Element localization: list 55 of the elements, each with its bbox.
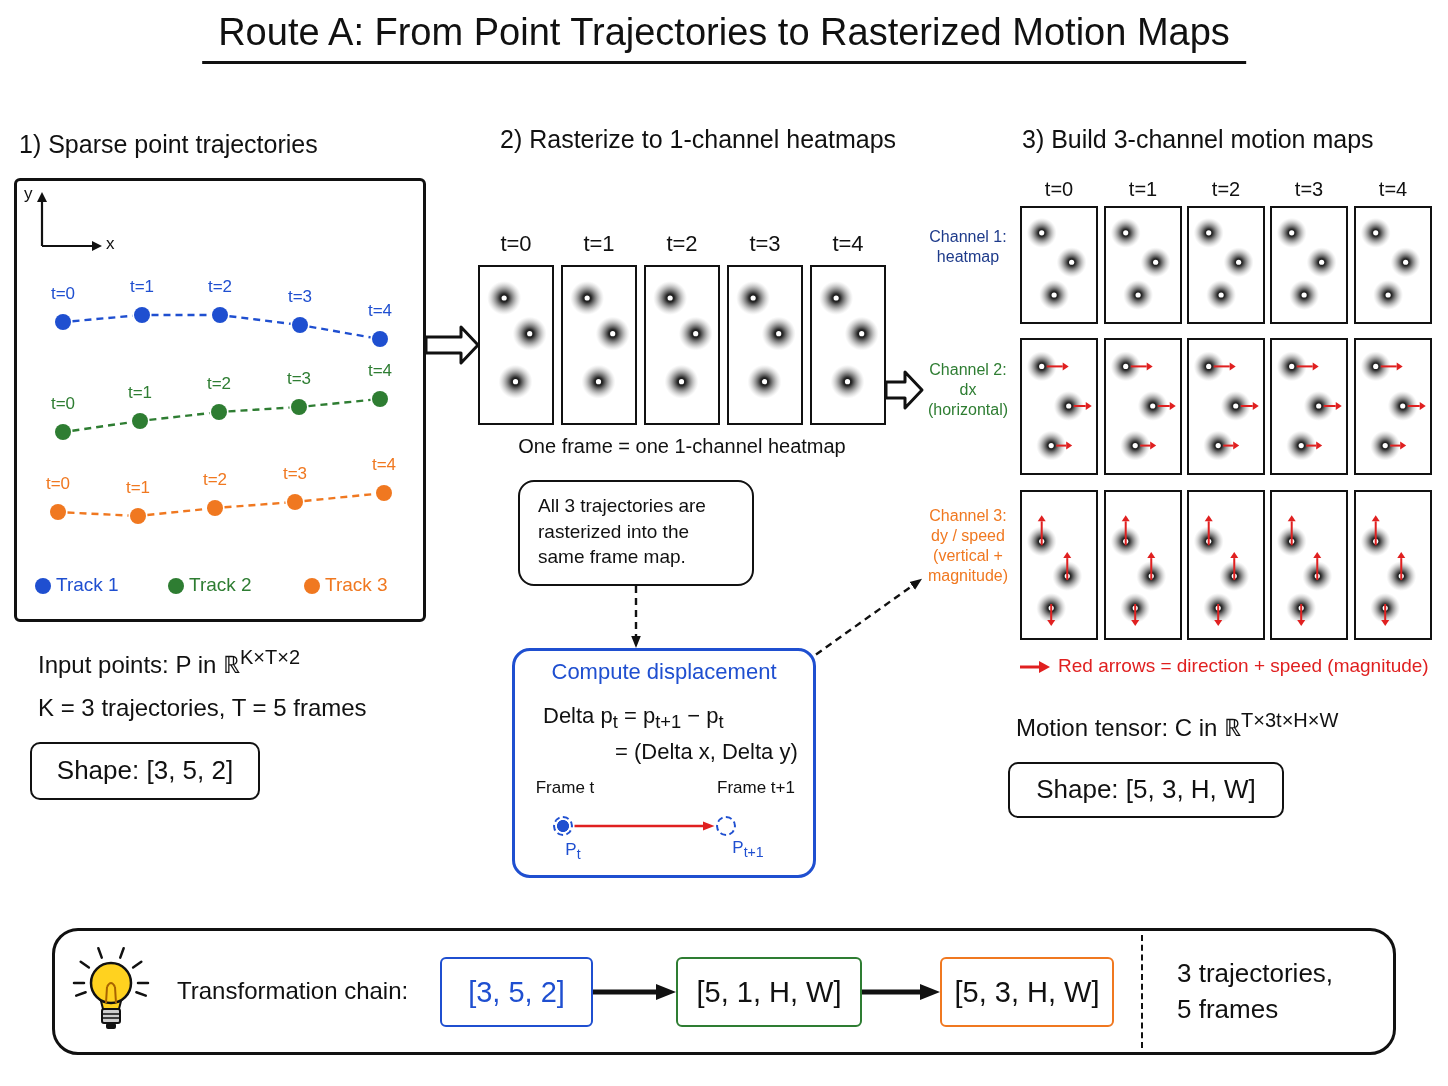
time-label: t=0 [50,394,76,415]
time-label: t=4 [367,301,393,322]
tensor-shape-text: [5, 1, H, W] [696,974,842,1010]
time-label: t=0 [45,474,71,495]
formula-text: = (Delta x, Delta y) [615,739,798,766]
section-heading: 2) Rasterize to 1-channel heatmaps [500,124,897,154]
formula-text: Motion tensor: C in ℝ$^{T×3t×H×W}$ [1016,708,1339,743]
time-label: t=3 [286,369,312,390]
legend-label: Red arrows = direction + speed (magnitude) [1058,655,1429,678]
tensor-shape-text: [3, 5, 2] [468,974,565,1010]
time-label: t=4 [832,231,864,258]
frame-label: Frame t+1 [717,778,795,799]
time-label: t=0 [500,231,532,258]
time-label: t=2 [206,374,232,395]
time-label: t=3 [282,464,308,485]
time-label: t=4 [1378,177,1408,201]
time-label: t=1 [129,277,155,298]
formula-text: Delta p$_{t}$ = p$_{t+1}$ − p$_{t}$ [543,703,724,734]
caption-text: One frame = one 1-channel heatmap [518,434,846,458]
time-label: t=2 [666,231,698,258]
time-label: t=2 [207,277,233,298]
time-label: t=4 [371,455,397,476]
time-label: t=1 [127,383,153,404]
note-text: All 3 trajectories are rasterized into the same frame map. [538,494,707,570]
time-label: t=2 [202,470,228,491]
time-label: t=1 [1128,177,1158,201]
time-label: t=4 [367,361,393,382]
time-label: t=0 [1044,177,1074,201]
tensor-shape-text: [5, 3, H, W] [954,974,1100,1010]
legend-label: Track 2 [189,574,252,597]
point-label: P$_{t}$ [565,840,581,864]
row-label: Channel 1: heatmap [928,227,1008,267]
time-label: t=2 [1211,177,1241,201]
time-label: t=1 [125,478,151,499]
time-label: t=3 [749,231,781,258]
axis-label: x [106,234,115,255]
axis-label: y [24,184,33,205]
summary-text: 3 trajectories, 5 frames [1177,957,1335,1027]
time-label: t=1 [583,231,615,258]
legend-label: Track 3 [325,574,388,597]
time-label: t=3 [1294,177,1324,201]
chain-label: Transformation chain: [177,977,409,1006]
info-text: K = 3 trajectories, T = 5 frames [38,694,367,723]
time-label: t=0 [50,284,76,305]
point-label: P$_{t+1}$ [732,838,764,862]
section-heading: 3) Build 3-channel motion maps [1022,124,1374,154]
section-heading: 1) Sparse point trajectories [19,129,318,159]
legend-label: Track 1 [56,574,119,597]
frame-label: Frame t [535,778,595,799]
tensor-shape-text: Shape: [3, 5, 2] [56,755,234,787]
diagram-title: Route A: From Point Trajectories to Rasterized Motion Maps [202,10,1246,64]
time-label: t=3 [287,287,313,308]
box-title: Compute displacement [551,659,777,686]
formula-text: Input points: P in ℝ$^{K×T×2}$ [38,645,301,680]
tensor-shape-text: Shape: [5, 3, H, W] [1036,774,1256,806]
